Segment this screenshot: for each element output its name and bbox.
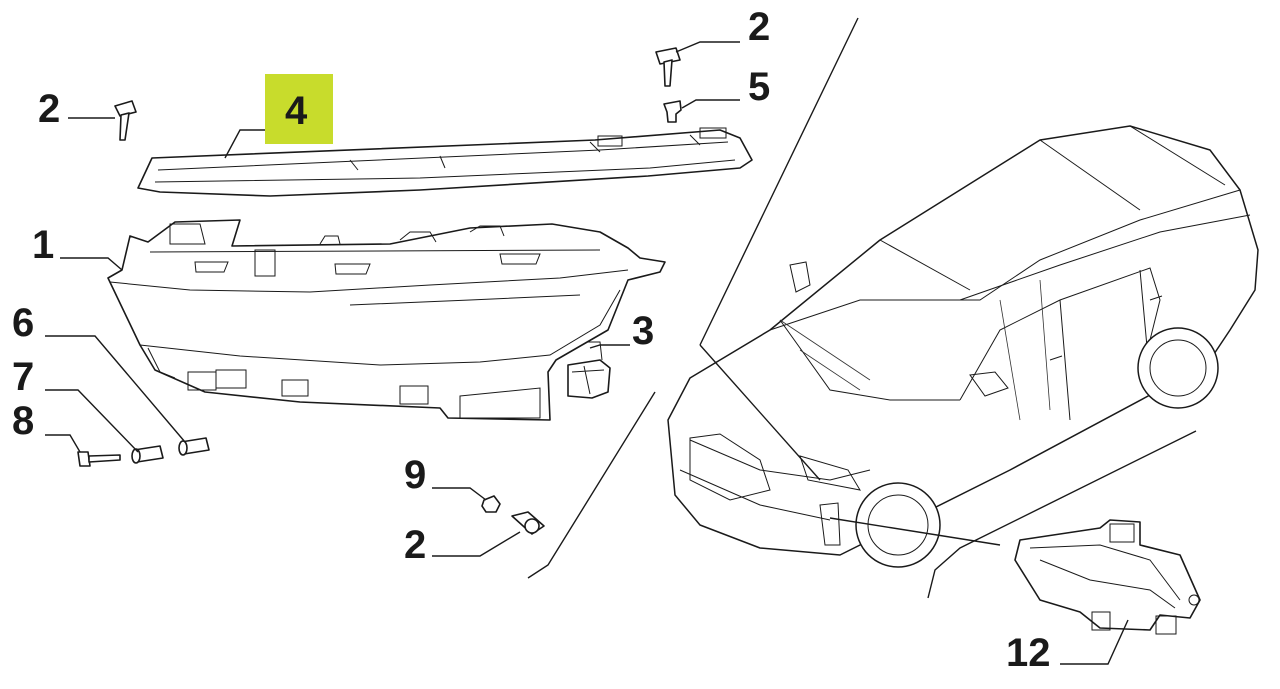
leader-lines [45,41,1129,665]
part-12-fog-lamp[interactable] [1014,519,1201,635]
part-4-trim-strip[interactable] [137,127,753,197]
callout-7[interactable]: 7 [12,355,34,399]
part-9-nut[interactable] [481,495,501,513]
callout-4-highlight [265,74,333,144]
part-2-screw-top-left[interactable] [114,100,137,141]
part-2-screw-bottom[interactable] [511,511,545,535]
callout-8[interactable]: 8 [12,399,34,443]
callout-6[interactable]: 6 [12,301,34,345]
part-2-screw-top-right[interactable] [655,47,681,87]
callout-9[interactable]: 9 [404,453,426,497]
separator-line-right [927,430,1197,599]
callout-3[interactable]: 3 [632,309,654,353]
callout-2-top-right[interactable]: 2 [748,5,770,49]
part-1-headlamp[interactable] [107,219,666,421]
callout-1[interactable]: 1 [32,223,54,267]
callout-5[interactable]: 5 [748,65,770,109]
callout-2-top-left[interactable]: 2 [38,87,60,131]
callout-2-bottom[interactable]: 2 [404,523,426,567]
part-7-grommet[interactable] [131,445,164,464]
part-5-clip[interactable] [663,100,682,123]
part-3-bracket[interactable] [567,341,611,399]
separator-line-left [527,17,859,579]
part-6-grommet[interactable] [178,437,210,456]
part-8-screw[interactable] [77,451,121,467]
vehicle-illustration [667,125,1259,568]
callout-12[interactable]: 12 [1006,631,1051,675]
callout-4[interactable]: 4 [285,89,308,133]
